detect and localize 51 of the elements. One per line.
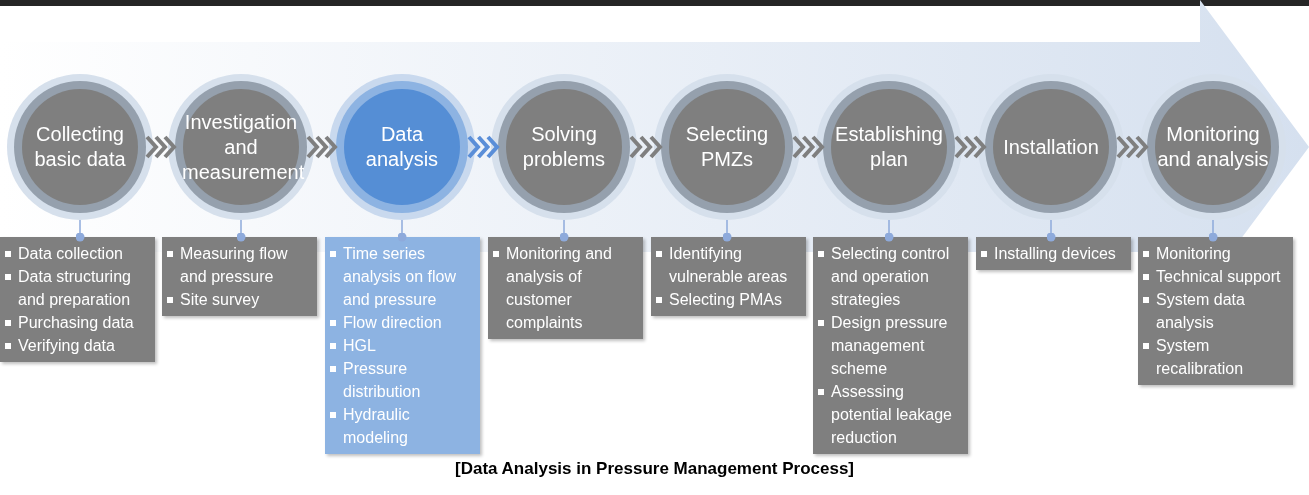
bullet-item: Selecting control and operation strategies [818,242,963,311]
step-label: Solving problems [521,122,607,172]
step-label: Data analysis [364,122,440,172]
bullet-item: Purchasing data [5,311,150,334]
connector-line [236,219,246,242]
bullet-item: Verifying data [5,334,150,357]
connector-line [75,219,85,242]
bullet-item: Monitoring and analysis of customer complaints [493,242,638,334]
connector-line [1046,219,1056,242]
connector-line [884,219,894,242]
step-label: Installation [1002,134,1100,160]
task-list-box [162,237,317,316]
task-list-box [0,237,155,362]
bullet-item: Monitoring [1143,242,1288,265]
chevron-arrow [467,135,500,159]
bullet-item: Data structuring and preparation [5,265,150,311]
caption: [Data Analysis in Pressure Management Process] [454,458,855,480]
chevron-arrow [1116,135,1149,159]
task-list-box [325,237,480,454]
chevron-arrow [306,135,338,159]
chevron-arrow [629,135,663,159]
step-label: Collecting basic data [33,122,127,172]
bullet-item: Flow direction [330,311,475,334]
bullet-item: Pressure distribution [330,357,475,403]
connector-line [559,219,569,242]
bullet-item: Design pressure management scheme [818,311,963,380]
connector-line [397,219,407,242]
step-label: Establishing plan [834,122,944,172]
bullet-item: HGL [330,334,475,357]
bullet-item: Data collection [5,242,150,265]
chevron-arrow [792,135,825,159]
bullet-item: Time series analysis on flow and pressure [330,242,475,311]
connector-line [1208,219,1218,242]
bullet-item: Installing devices [981,242,1126,265]
bullet-item: Technical support [1143,265,1288,288]
bullet-item: Selecting PMAs [656,288,801,311]
task-list-box [813,237,968,454]
bullet-item: System data analysis [1143,288,1288,334]
step-label: Monitoring and analysis [1156,122,1270,172]
task-list-box [651,237,806,316]
bullet-item: System recalibration [1143,334,1288,380]
bullet-item: Assessing potential leakage reduction [818,380,963,449]
chevron-arrow [954,135,987,159]
task-list-box [1138,237,1293,385]
chevron-arrow [145,135,177,159]
bullet-item: Site survey [167,288,312,311]
connector-line [722,219,732,242]
step-label: Selecting PMZs [684,122,770,172]
bullet-item: Identifying vulnerable areas [656,242,801,288]
bullet-item: Hydraulic modeling [330,403,475,449]
bullet-item: Measuring flow and pressure [167,242,312,288]
